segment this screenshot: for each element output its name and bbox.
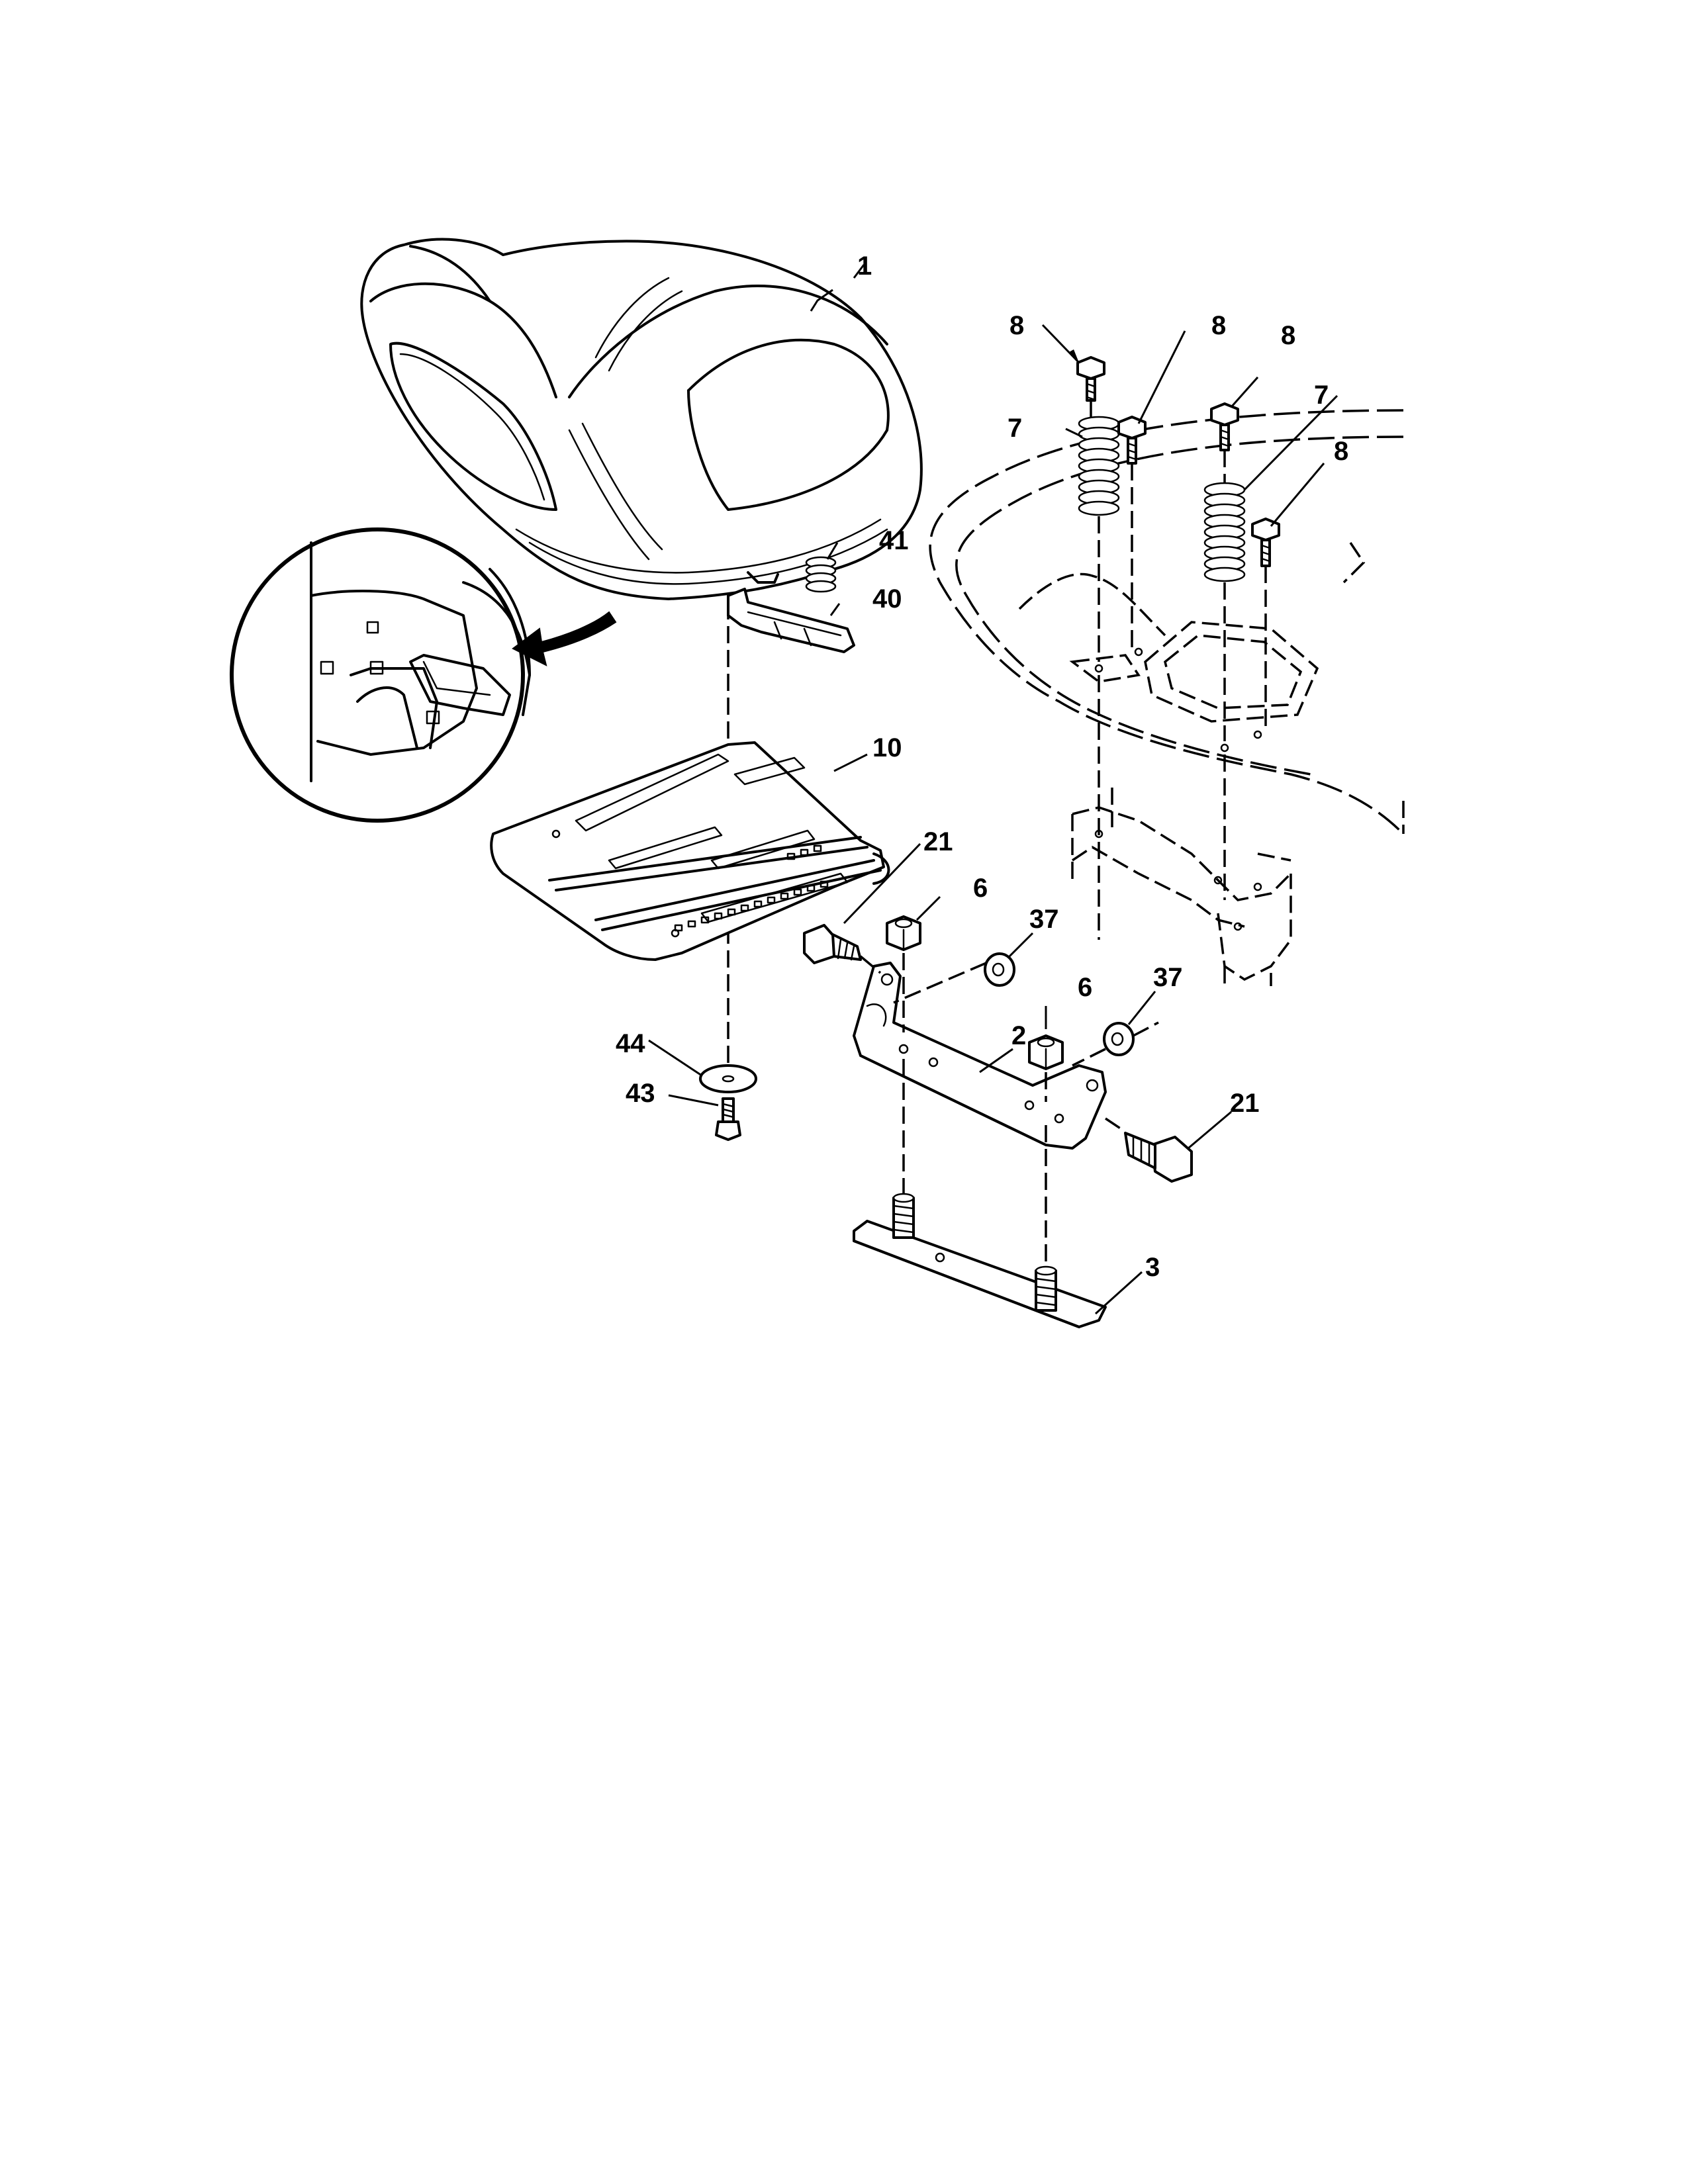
callout-7: 7 [1314,381,1329,410]
callout-7: 7 [1008,414,1022,443]
bolt-part-8-a [1076,356,1105,402]
callout-2: 2 [1011,1021,1026,1050]
seat-pan-part-10 [490,741,890,961]
adjustment-holes [674,844,829,932]
seat-part-1 [360,238,923,600]
callout-8: 8 [1211,311,1226,340]
spring-part-41 [805,556,837,593]
callout-40: 40 [872,584,902,614]
callout-6: 6 [973,874,988,903]
latch-bracket-part-40 [727,588,855,653]
seat-latch-detail-inset [230,527,617,823]
curved-arrow-icon [512,611,617,666]
callout-37: 37 [1153,963,1183,992]
callout-44: 44 [616,1029,645,1058]
bolt-part-8-b [1117,416,1147,465]
callout-43: 43 [626,1079,655,1108]
callout-21: 21 [1230,1089,1260,1118]
callout-6: 6 [1078,973,1092,1002]
washer-part-44 [699,1064,757,1093]
callout-labels: 1 8 8 8 7 7 8 41 40 10 21 6 37 6 37 2 44… [616,251,1348,1282]
nut-part-6-right [1028,1034,1064,1070]
tractor-frame-phantom [929,409,1405,986]
leader-lines [648,264,1338,1315]
callout-8: 8 [1281,321,1295,350]
spring-part-7-left [1078,416,1120,516]
bolt-part-43 [715,1097,741,1141]
callout-3: 3 [1145,1253,1160,1282]
bolt-part-8-d [1251,518,1280,567]
callout-21: 21 [923,827,953,856]
callout-1: 1 [857,251,872,281]
bolt-part-21-right [1124,1132,1193,1183]
spring-part-7-right [1203,482,1246,582]
nut-part-6-left [886,915,921,951]
nut-part-37-left [984,952,1015,987]
callout-41: 41 [879,526,909,555]
bolt-part-8-c [1210,402,1239,451]
bolt-part-21-left [803,924,862,964]
callout-10: 10 [872,733,902,762]
nut-part-37-right [1103,1022,1135,1056]
stud-plate-part-3 [853,1193,1107,1328]
callout-8: 8 [1009,311,1024,340]
callout-37: 37 [1029,905,1059,934]
bracket-part-2 [853,962,1107,1150]
callout-8: 8 [1334,437,1348,466]
